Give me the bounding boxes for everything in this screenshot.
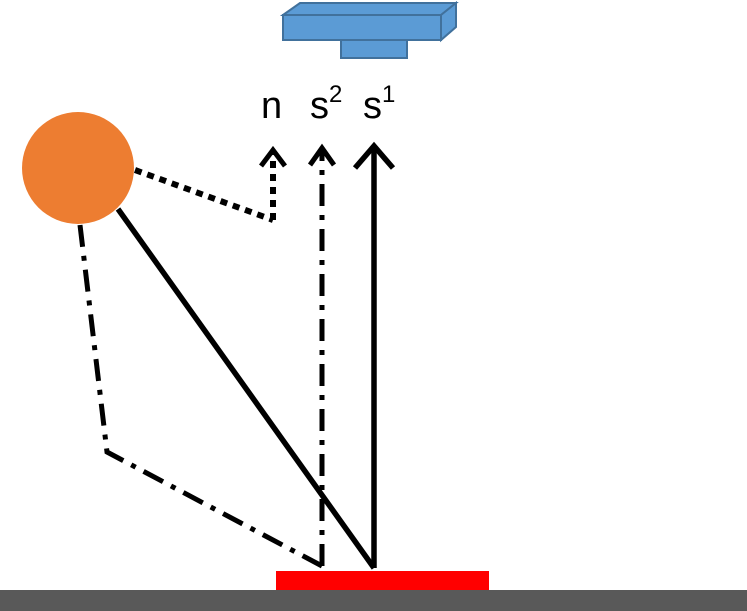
camera-icon (279, 0, 459, 59)
arrowhead-n (259, 145, 287, 168)
ground-plane (0, 590, 747, 611)
label-s2: s2 (310, 81, 342, 127)
label-n: n (261, 85, 282, 127)
ray-s2 (77, 150, 325, 569)
label-s1-sup: 1 (382, 81, 395, 108)
surface-patch (276, 571, 489, 590)
label-s2-sup: 2 (329, 81, 342, 108)
label-s1: s1 (363, 81, 395, 127)
arrowhead-s2 (307, 143, 337, 167)
label-s2-base: s (310, 85, 329, 127)
sun-circle (22, 112, 134, 224)
ray-n (133, 152, 276, 223)
ray-s1 (115, 141, 396, 570)
label-s1-base: s (363, 85, 382, 127)
